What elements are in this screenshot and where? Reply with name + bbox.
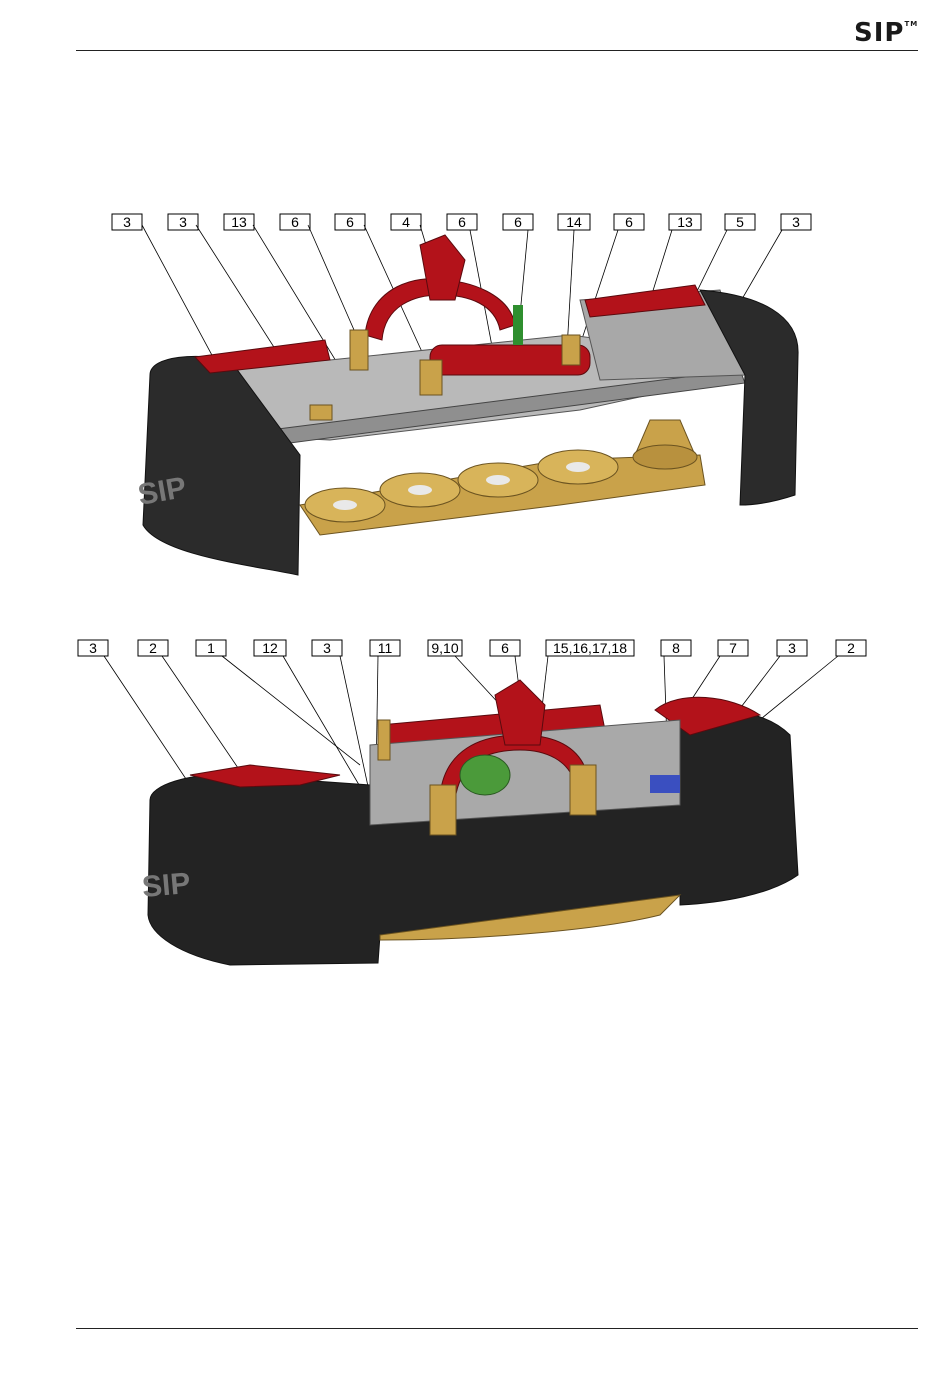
callout-label: 2 [149,640,157,656]
callout-label: 3 [123,214,131,230]
mower-illustration-top: 3 3 13 6 6 [0,205,950,600]
callout-label: 15,16,17,18 [553,640,627,656]
callout-label: 2 [847,640,855,656]
callout-label: 14 [566,214,582,230]
callout-label: 3 [179,214,187,230]
callout-label: 9,10 [431,640,458,656]
disc-bar [300,420,705,535]
callout-label: 11 [378,640,393,656]
figure-top-view: 3 3 13 6 6 [0,205,950,600]
callout-7: 6 [503,214,533,315]
callout-label: 6 [346,214,354,230]
callout-label: 3 [792,214,800,230]
callout-label: 13 [231,214,247,230]
header-rule [76,50,918,51]
callout-10: 7 [688,640,748,705]
callout-label: 6 [625,214,633,230]
sip-logo: SIPTM [854,18,918,48]
callout-label: 4 [402,214,410,230]
footer-rule [76,1328,918,1329]
figure-bottom-view: 3 2 1 12 3 [0,635,950,975]
callout-label: 6 [514,214,522,230]
callout-label: 6 [458,214,466,230]
callout-label: 6 [291,214,299,230]
callout-label: 13 [677,214,693,230]
callout-label: 3 [89,640,97,656]
svg-text:SIP: SIP [141,867,192,904]
callout-label: 3 [788,640,796,656]
callout-2: 1 [196,640,360,765]
callout-label: 7 [729,640,737,656]
callout-label: 6 [501,640,509,656]
callout-label: 8 [672,640,680,656]
callout-label: 3 [323,640,331,656]
callout-label: 12 [262,640,278,656]
mower-illustration-bottom: 3 2 1 12 3 [0,635,950,975]
callout-label: 5 [736,214,744,230]
callout-label: 1 [207,640,215,656]
